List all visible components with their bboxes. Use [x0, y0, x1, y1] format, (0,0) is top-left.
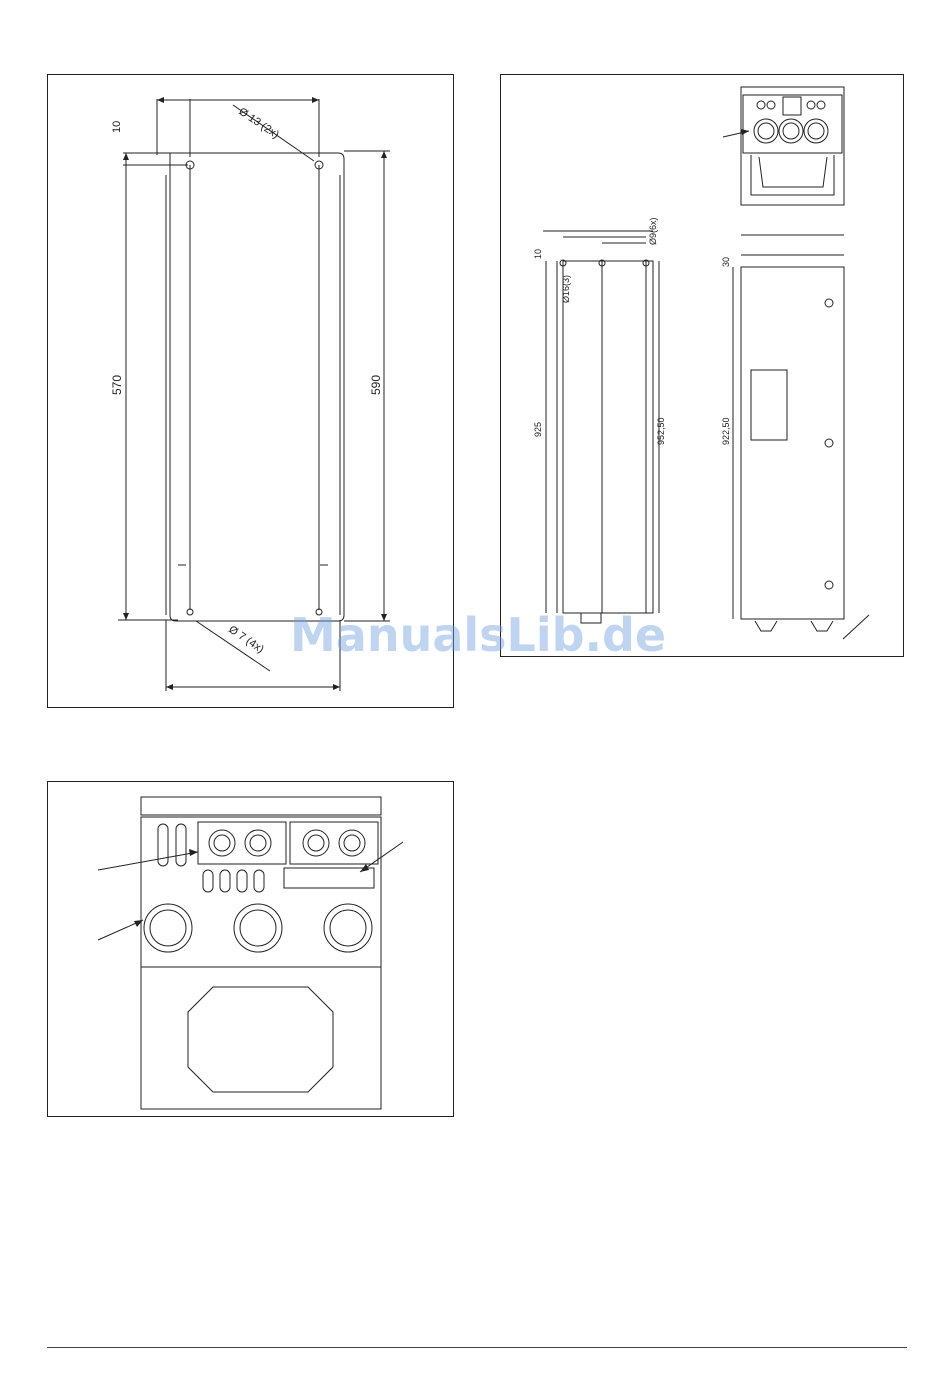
side-dim-hole-top-label: Ø9(6x)	[648, 217, 658, 245]
footer-rule	[47, 1347, 907, 1348]
cable-gland-drawing	[47, 781, 454, 1117]
side-dim-top-offset-label: 10	[533, 249, 543, 259]
dim-height-inner-label: 570	[110, 375, 124, 395]
front-dim-top-label: 30	[721, 257, 731, 267]
front-view-outline	[741, 267, 844, 619]
side-dim-height-mid-label: 952,50	[656, 417, 666, 445]
dim-hole-bottom-label: Ø 7 (4x)	[226, 624, 266, 656]
side-view-outline	[563, 261, 653, 613]
front-dim-height-label: 922,50	[721, 417, 731, 445]
housing-top-rail	[141, 797, 381, 815]
dimensions-svg: 10 Ø16(3) Ø9(6x) 925 952,50 30 922,50	[501, 75, 905, 658]
dim-height-outer-label: 590	[369, 375, 383, 395]
dimensions-drawing: 10 Ø16(3) Ø9(6x) 925 952,50 30 922,50	[500, 74, 904, 657]
mounting-plate-outline	[170, 153, 344, 621]
side-dim-hole-small-label: Ø16(3)	[561, 275, 571, 303]
dim-top-offset-label: 10	[111, 121, 123, 133]
housing-lower	[141, 967, 381, 1109]
gland-plate-svg	[48, 782, 455, 1118]
watermark: ManualsLib.de	[290, 608, 666, 662]
side-dim-height-left-label: 925	[533, 422, 543, 437]
front-view-keypad	[751, 370, 787, 440]
dim-hole-top-label: Ø 13 (2x)	[236, 106, 281, 142]
